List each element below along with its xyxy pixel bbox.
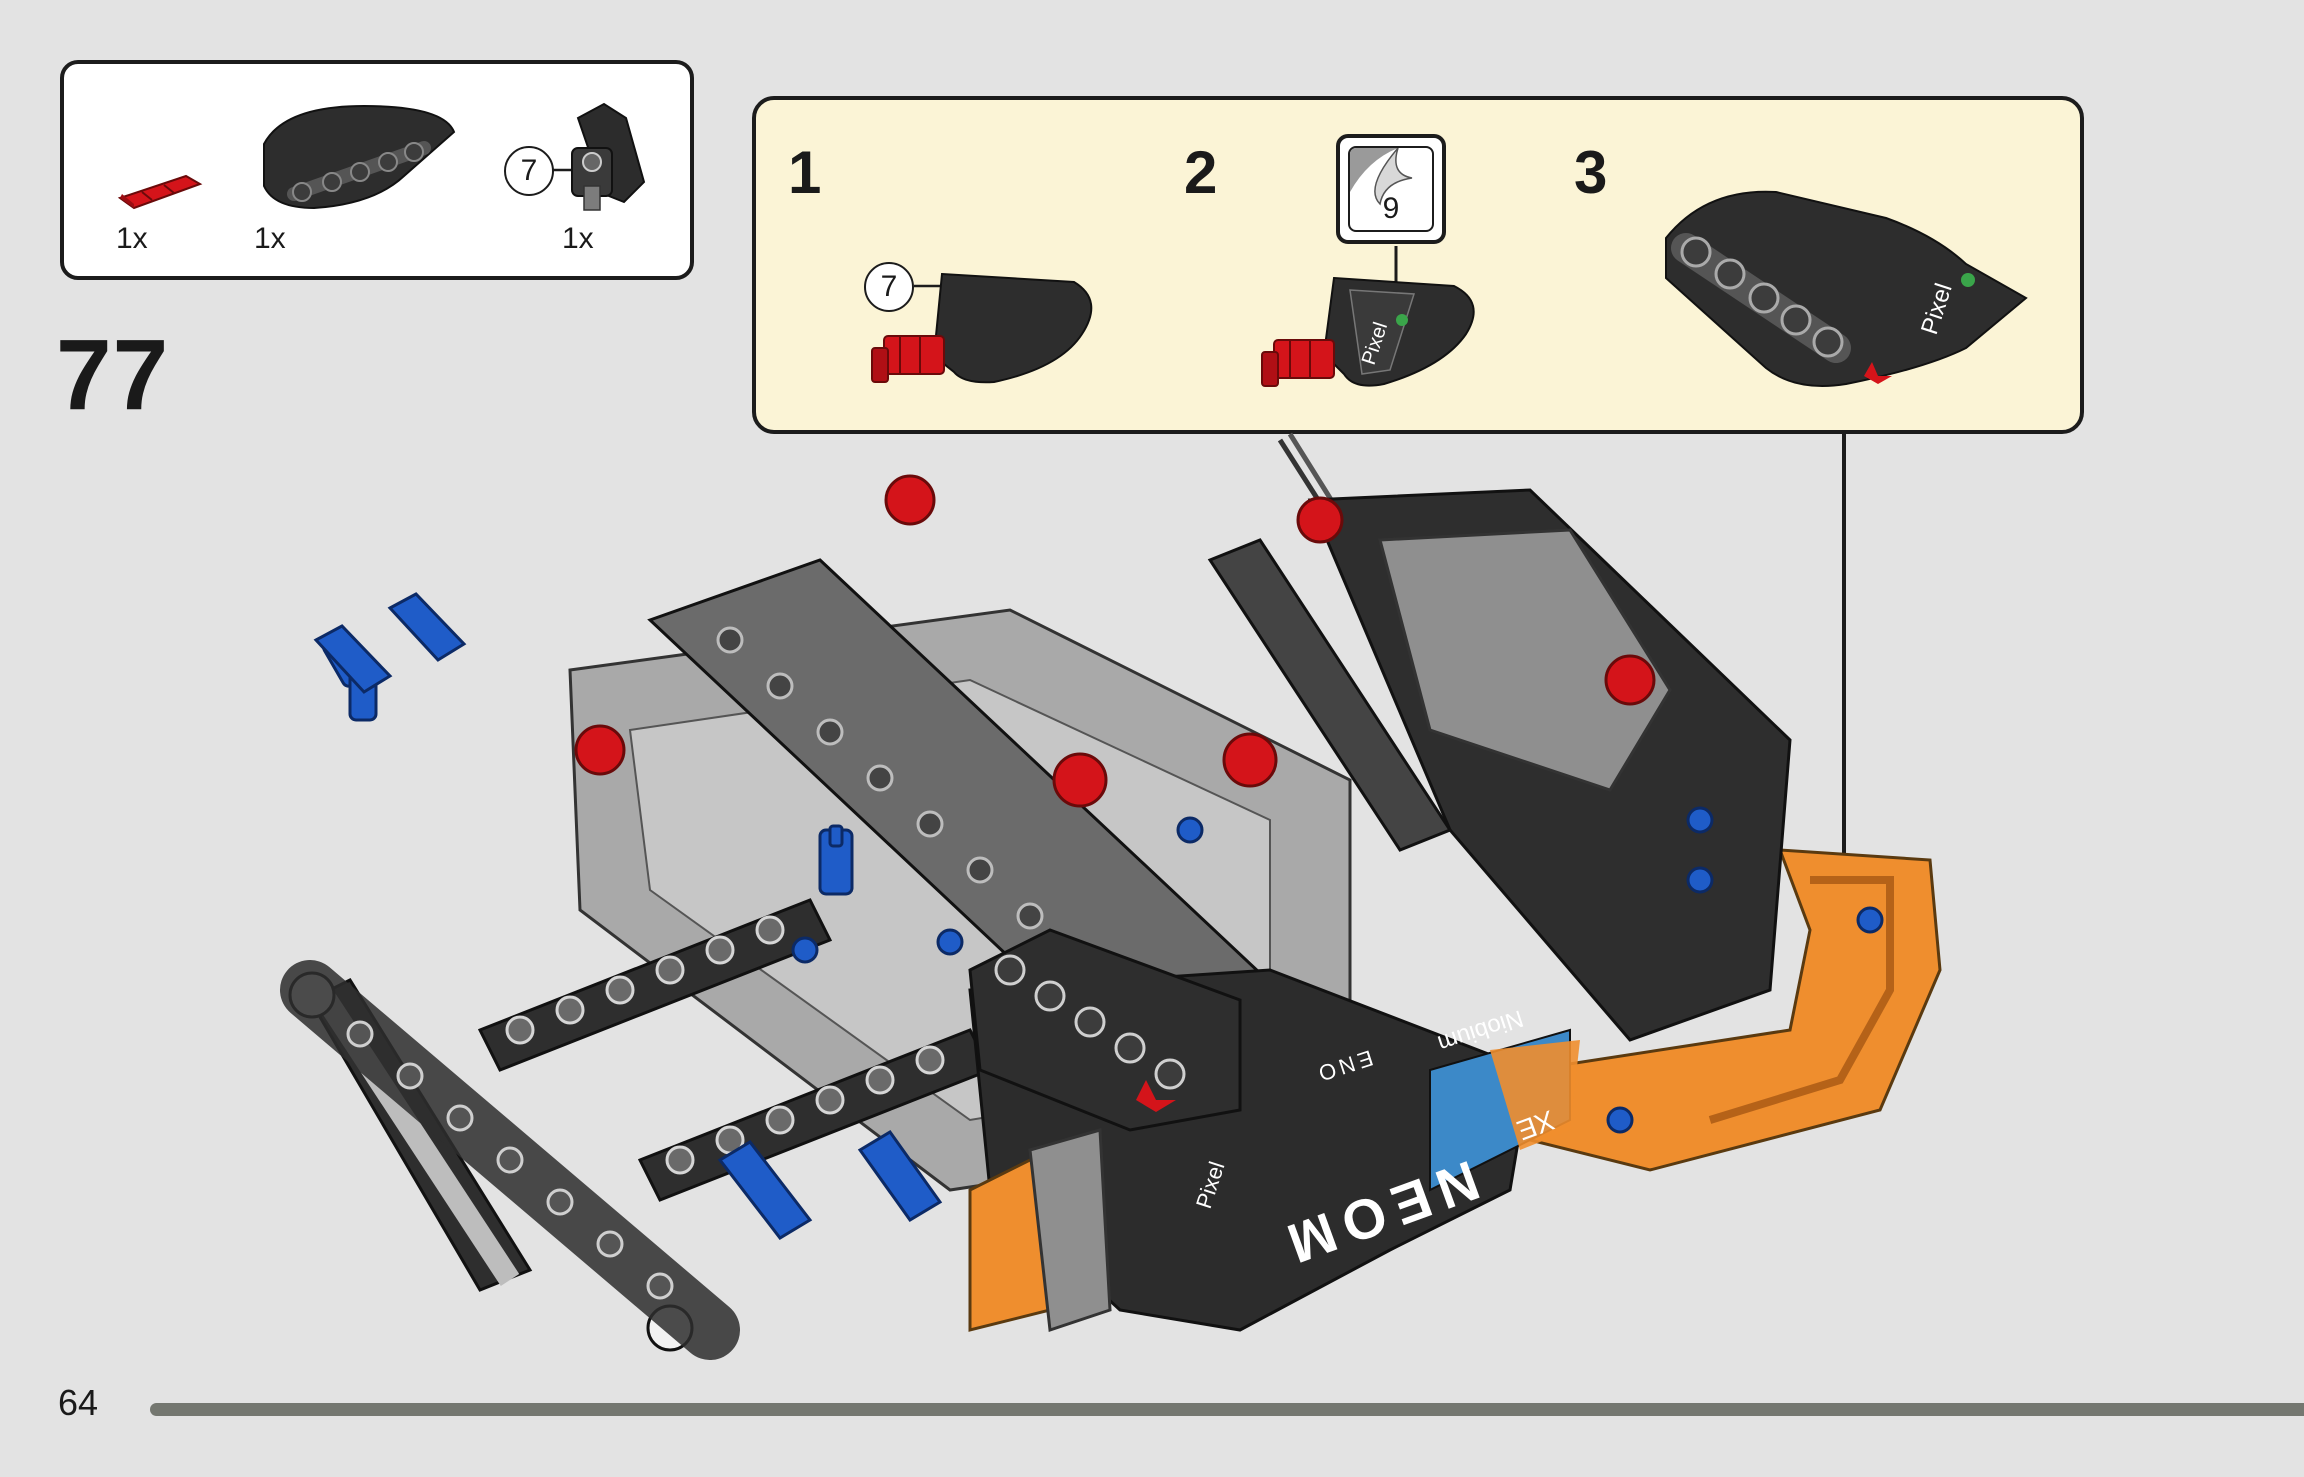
part-qty-1: 1x bbox=[116, 222, 148, 255]
sub-step-2-label: 2 bbox=[1184, 139, 1218, 206]
sticker-reference-box: 9 bbox=[1336, 134, 1446, 244]
part-qty-2: 1x bbox=[254, 222, 286, 255]
page-progress-bar bbox=[150, 1403, 2304, 1416]
main-model-assembly: NEOM Niobium ENO XE Pixel bbox=[280, 432, 1942, 1360]
page-number: 64 bbox=[58, 1382, 99, 1423]
sticker-peel-icon bbox=[1350, 148, 1413, 206]
sub-step-1-assembly bbox=[871, 272, 1093, 384]
black-curved-panel-icon bbox=[263, 104, 456, 210]
sub-step-1-callout-ring: 7 bbox=[864, 262, 914, 312]
sub-step-2-assembly: Pixel bbox=[1261, 276, 1475, 387]
part-callout-ring: 7 bbox=[504, 146, 554, 196]
parts-list-box: 1x 1x 7 1x bbox=[60, 60, 694, 280]
sub-step-3-label: 3 bbox=[1574, 139, 1608, 206]
sticker-number: 9 bbox=[1382, 192, 1400, 225]
sticker-preview: 9 bbox=[1348, 146, 1434, 232]
part-qty-3: 1x bbox=[562, 222, 594, 255]
black-connector-icon bbox=[571, 102, 646, 211]
sub-assembly-callout: 1 2 3 7 9 Pixel bbox=[752, 96, 2084, 434]
red-axle-pin-icon bbox=[117, 174, 203, 210]
step-number: 77 bbox=[56, 319, 170, 431]
orange-side-panel bbox=[1487, 848, 1942, 1172]
blue-pins bbox=[313, 592, 943, 1240]
sub-step-1-label: 1 bbox=[788, 139, 822, 206]
sub-step-3-assembly: Pixel bbox=[1665, 190, 2028, 387]
